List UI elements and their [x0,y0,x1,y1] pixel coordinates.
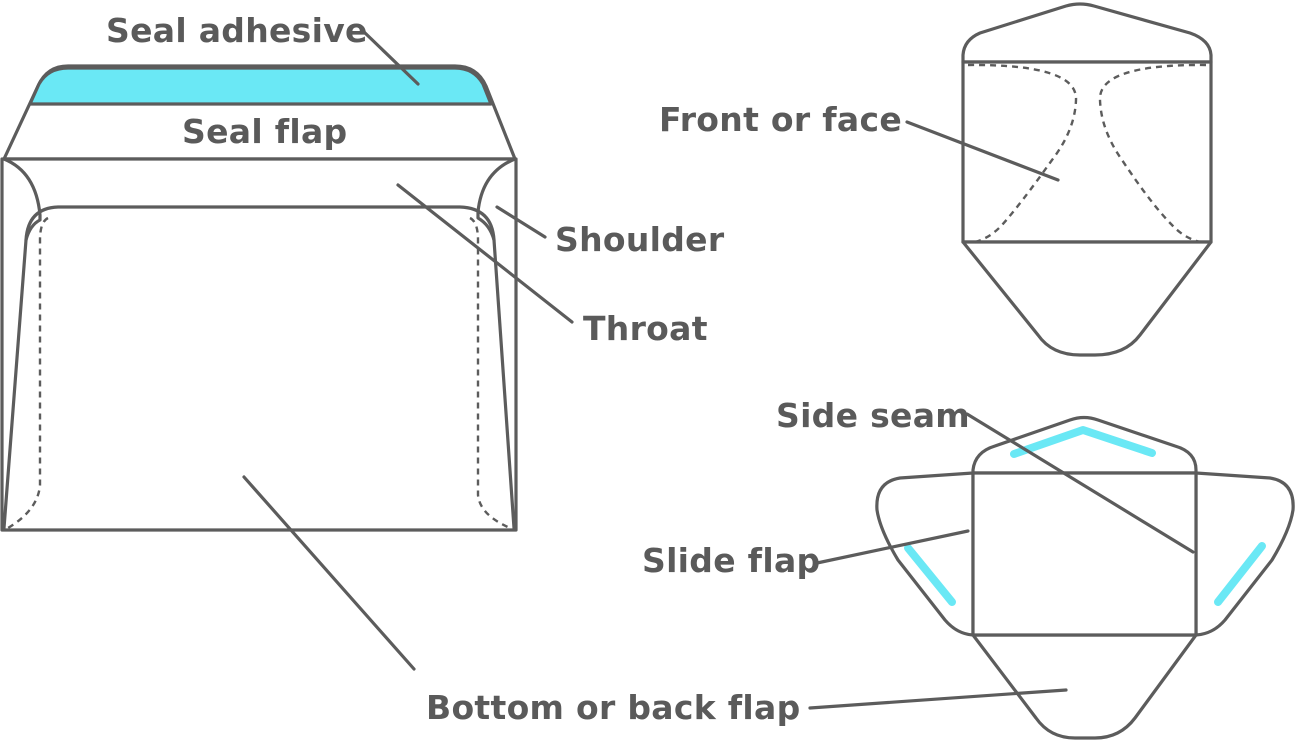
throat-leader [396,183,574,324]
slide-flap-leader [815,529,970,565]
left-slide-flap-shape [875,471,975,637]
left-dashed-fold [7,216,49,530]
envelope-body [0,157,518,532]
front-left-dashed-curve [967,63,1078,244]
front-right-dashed-curve [1098,63,1207,244]
side-seam-leader [965,412,1195,554]
envelope-diecut-view [875,415,1295,740]
right-glue-strip [1214,542,1266,606]
front-face-leader [905,120,1060,182]
right-dashed-fold [469,216,511,530]
label-seal-adhesive: Seal adhesive [106,11,368,50]
envelope-back-view [0,64,518,532]
right-slide-flap-shape [1194,471,1295,637]
seal-adhesive-strip [28,66,493,106]
bottom-flap-leader-right [808,688,1068,710]
left-glue-strip [904,544,956,606]
front-face-rect [961,60,1213,244]
label-throat: Throat [583,309,708,348]
label-front-or-face: Front or face [659,100,902,139]
top-flap-shape [961,2,1213,64]
back-flap-outline [24,205,496,242]
envelope-front-view [961,2,1213,357]
label-slide-flap: Slide flap [642,541,820,580]
leader-lines [242,29,1195,710]
label-side-seam: Side seam [776,396,970,435]
bottom-flap-shape [961,240,1213,357]
bottom-flap-leader-left [242,475,416,671]
diecut-bottom-flap-shape [971,633,1198,740]
diecut-top-flap-shape [971,415,1198,475]
diecut-center-panel [971,471,1198,637]
label-seal-flap: Seal flap [182,112,347,151]
seal-adhesive-leader [361,29,420,86]
top-glue-strip [1010,426,1156,458]
shoulder-leader [495,205,547,239]
label-shoulder: Shoulder [555,220,725,259]
label-bottom-or-back-flap: Bottom or back flap [426,688,801,727]
diagram-labels: Seal adhesive Seal flap Shoulder Throat … [106,11,970,727]
